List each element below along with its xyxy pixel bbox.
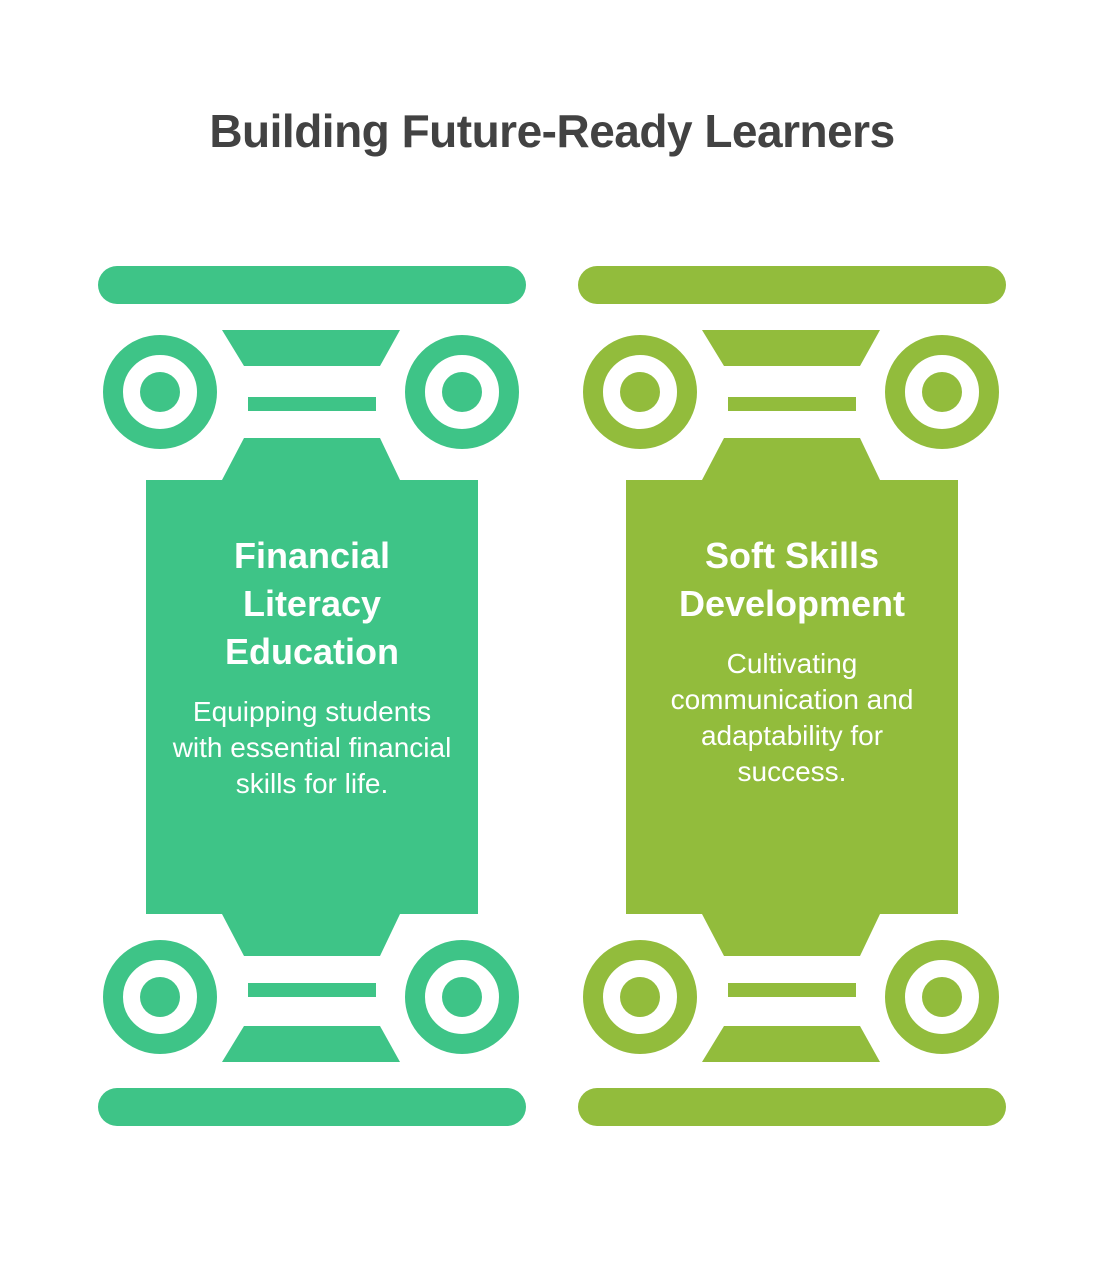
pillar-description: Equipping students with essential financ… <box>172 696 452 799</box>
pillar-column-shape <box>98 266 526 1126</box>
diagram-title: Building Future-Ready Learners <box>209 105 895 157</box>
pillar-heading: Financial Literacy Education <box>224 535 399 672</box>
pillar-soft-skills: Soft Skills Development Cultivating comm… <box>578 266 1006 1126</box>
pillar-heading: Soft Skills Development <box>678 535 906 624</box>
pillar-financial-literacy: Financial Literacy Education Equipping s… <box>98 266 526 1126</box>
pillar-column-shape <box>578 266 1006 1126</box>
pillar-description: Cultivating communication and adaptabili… <box>670 648 914 787</box>
pillar-text: Soft Skills Development Cultivating comm… <box>646 532 938 790</box>
pillar-text: Financial Literacy Education Equipping s… <box>166 532 458 802</box>
